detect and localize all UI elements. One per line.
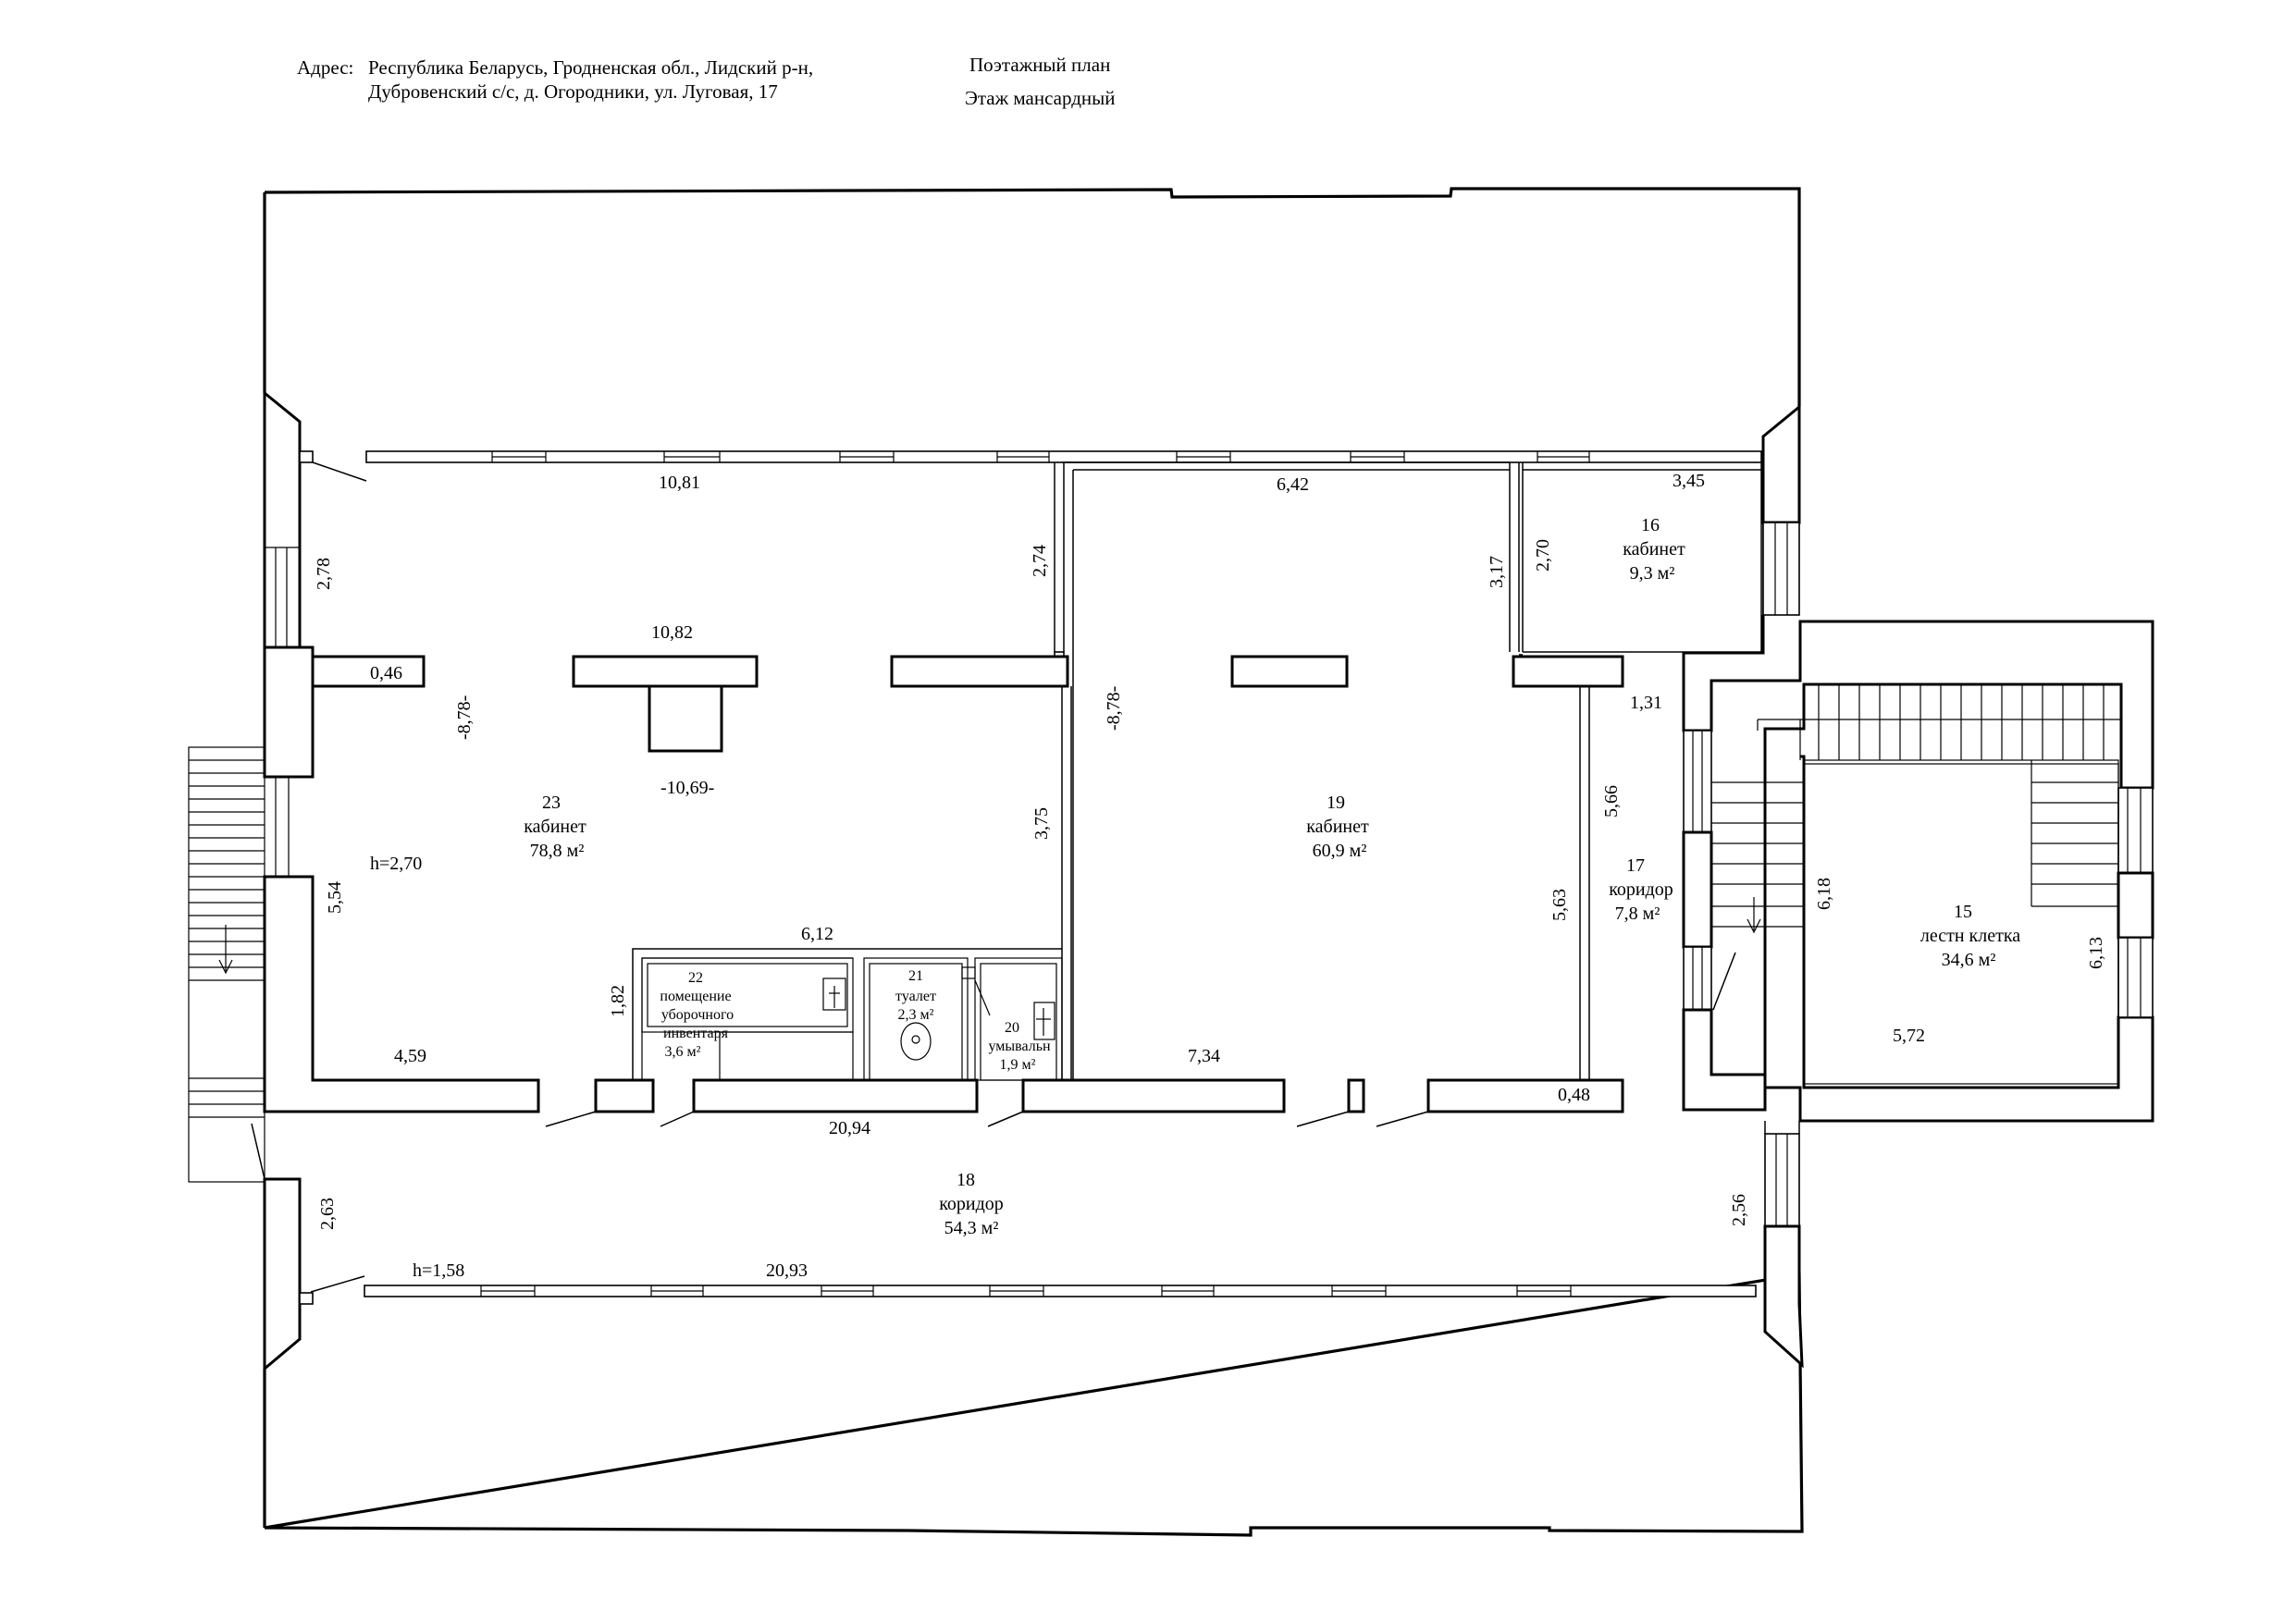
wall-block [1512, 655, 1624, 688]
room-name: кабинет [1306, 817, 1369, 837]
external-stair [188, 746, 265, 1183]
room-name: инвентаря [663, 1026, 729, 1041]
dimension-label: -8,78- [1104, 686, 1124, 731]
sanitary-block [632, 948, 1063, 1081]
left-lower-dormer-wall [263, 1177, 302, 1372]
dimension-label: 0,48 [1558, 1085, 1590, 1105]
room-label-21: 21 туалет 2,3 м² [895, 968, 936, 1023]
dimension-label: 6,42 [1277, 474, 1309, 495]
dimension-label: 5,72 [1893, 1026, 1925, 1046]
address-line-2: Дубровенский с/с, д. Огородники, ул. Луг… [368, 80, 778, 103]
dimension-label: 2,56 [1729, 1194, 1749, 1226]
room-name: уборочного [661, 1007, 734, 1023]
room-number: 21 [908, 968, 923, 984]
dimension-label: 2,78 [314, 558, 334, 590]
wall-block [311, 655, 426, 688]
room-number: 15 [1954, 902, 1972, 922]
chimney-block [648, 684, 723, 753]
wall-block [1347, 1078, 1365, 1113]
room-label-15: 15 лестн клетка 34,6 м² [1920, 902, 2020, 970]
room-name: помещение [660, 989, 731, 1004]
dimension-label: 10,82 [651, 622, 693, 643]
room-name: туалет [895, 989, 936, 1004]
room-name: умывальн [988, 1039, 1051, 1054]
plan-title: Поэтажный план [969, 54, 1111, 76]
room-label-22: 22 помещение уборочного инвентаря 3,6 м² [660, 970, 734, 1060]
dimension-label: 7,34 [1188, 1046, 1220, 1066]
room-area: 54,3 м² [944, 1218, 999, 1238]
room-name: кабинет [1623, 539, 1685, 559]
room-label-16: 16 кабинет 9,3 м² [1623, 515, 1685, 584]
room-number: 19 [1327, 793, 1345, 813]
wall-block [1021, 1078, 1286, 1113]
wall-block [572, 655, 759, 688]
dimension-label: 1,82 [608, 985, 628, 1017]
room-number: 22 [688, 970, 703, 986]
address-label: Адрес: [297, 56, 354, 79]
room-area: 78,8 м² [530, 841, 585, 861]
dimension-label: 5,66 [1601, 785, 1622, 818]
room-name: кабинет [524, 817, 586, 837]
dimension-label: 10,81 [659, 473, 700, 493]
room-label-23: 23 кабинет 78,8 м² [524, 793, 586, 861]
building-outline-bottom [264, 1273, 1804, 1537]
dimension-label: 2,74 [1030, 545, 1050, 577]
stair-treads [1711, 684, 2121, 934]
dimension-label: 2,63 [317, 1198, 338, 1230]
dimension-label: 6,13 [2086, 937, 2106, 969]
wall-block [594, 1078, 655, 1113]
building-outline [264, 187, 1801, 407]
room-area: 60,9 м² [1313, 841, 1367, 861]
room-number: 23 [542, 793, 561, 813]
dimension-label: 3,75 [1031, 807, 1052, 840]
room-number: 16 [1641, 515, 1660, 535]
room-label-17: 17 коридор 7,8 м² [1609, 855, 1673, 924]
stair-block [1682, 615, 2154, 1123]
left-wall-room23 [263, 875, 540, 1113]
dimension-label: 6,18 [1814, 878, 1834, 910]
room-name: лестн клетка [1920, 926, 2020, 946]
dimension-label: h=1,58 [413, 1260, 464, 1281]
room-number: 17 [1626, 855, 1645, 876]
dimension-label: 3,17 [1487, 556, 1507, 588]
dimension-label: 5,63 [1549, 889, 1570, 921]
floor-name: Этаж мансардный [965, 87, 1116, 109]
room-label-18: 18 коридор 54,3 м² [939, 1170, 1004, 1238]
room-area: 1,9 м² [1000, 1057, 1036, 1073]
right-upper-dormer-wall [1761, 403, 1801, 524]
room-label-20: 20 умывальн 1,9 м² [988, 1020, 1051, 1073]
room-area: 3,6 м² [665, 1044, 701, 1060]
dimension-label: 1,31 [1630, 693, 1662, 713]
dimension-label: 3,45 [1673, 471, 1705, 491]
wall-block [890, 655, 1069, 688]
wall-block [692, 1078, 979, 1113]
wall-block [1230, 655, 1349, 688]
dimension-label: 5,54 [325, 881, 345, 914]
room-area: 2,3 м² [898, 1007, 934, 1023]
dimension-label: 20,94 [829, 1118, 870, 1138]
dimension-label: 0,46 [370, 663, 402, 683]
bottom-knee-wall [364, 1285, 1757, 1297]
room-label-19: 19 кабинет 60,9 м² [1306, 793, 1369, 861]
right-lower-dormer-wall [1763, 1224, 1804, 1369]
wall-block [1426, 1078, 1624, 1113]
room-area: 9,3 м² [1630, 563, 1675, 584]
left-upper-dormer-wall [263, 389, 302, 649]
dimension-label: h=2,70 [370, 854, 422, 874]
left-wall-segment [263, 646, 315, 779]
dimension-label: 4,59 [394, 1046, 426, 1066]
room-name: коридор [1609, 879, 1673, 900]
room-area: 7,8 м² [1615, 904, 1660, 924]
dimension-label: -8,78- [454, 695, 475, 740]
room-name: коридор [939, 1194, 1004, 1214]
room-area: 34,6 м² [1942, 950, 1996, 970]
address-line-1: Республика Беларусь, Гродненская обл., Л… [368, 56, 814, 79]
dimension-label: 2,70 [1533, 539, 1553, 572]
dimension-label: -10,69- [660, 778, 714, 798]
dimension-label: 6,12 [801, 924, 833, 944]
room-number: 20 [1005, 1020, 1019, 1036]
dimension-label: 20,93 [766, 1260, 808, 1281]
room-number: 18 [957, 1170, 975, 1190]
